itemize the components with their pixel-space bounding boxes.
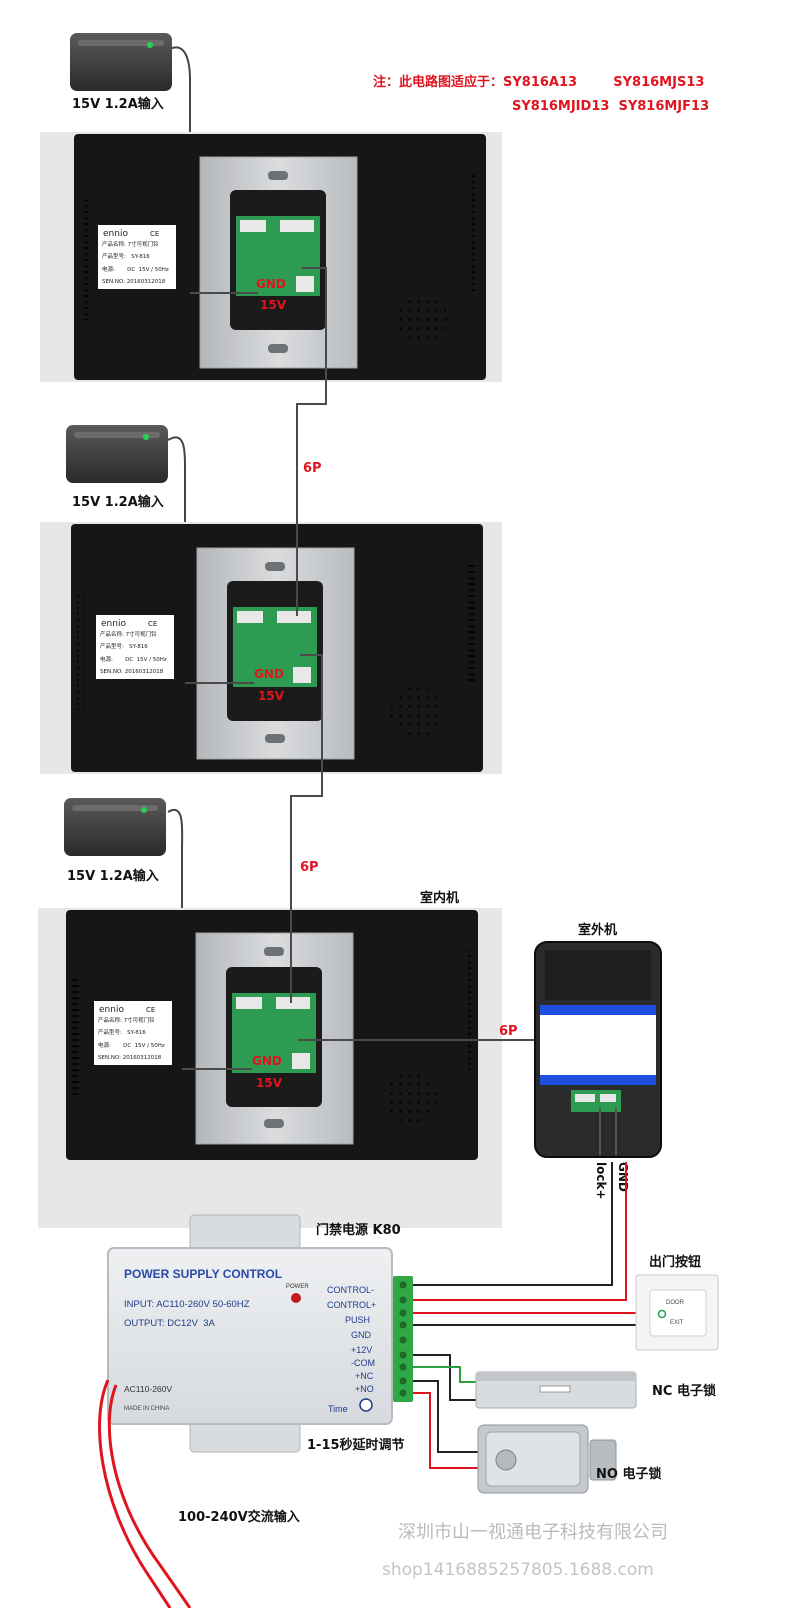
psu-delay-label: 1-15秒延时调节 — [307, 1437, 405, 1453]
indoor-monitor-1: ennio CE 产品名称: 7寸可视门铃 产品型号: SY-816 电源: D… — [40, 132, 502, 382]
nameplate-line1-3: 产品名称: 7寸可视门铃 — [98, 1016, 155, 1024]
psu-ac-input-label: 100-240V交流输入 — [178, 1509, 300, 1525]
terminal-15v-3: 15V — [256, 1076, 283, 1090]
psu-terminal-control-minus: CONTROL- — [327, 1285, 374, 1295]
nameplate-line2-2: 产品型号: SY-816 — [100, 642, 148, 650]
terminal-gnd-1: GND — [256, 277, 286, 291]
gnd-wire-label: GND — [616, 1162, 630, 1192]
nameplate-line2-1: 产品型号: SY-816 — [102, 252, 150, 260]
watermark-line-1: 深圳市山一视通电子科技有限公司 — [398, 1522, 668, 1543]
outdoor-unit: 室外机 lock+ GND — [534, 922, 662, 1200]
nameplate-line3-3: 电源: DC 15V / 50Hz — [98, 1041, 165, 1049]
power-adapter-1: 15V 1.2A输入 — [70, 33, 191, 293]
power-led-icon — [291, 1293, 301, 1303]
psu-terminal-control-plus: CONTROL+ — [327, 1300, 376, 1310]
no-electric-lock: NO 电子锁 — [477, 1424, 661, 1494]
exit-button-exit: EXIT — [670, 1320, 684, 1326]
nameplate-line1-1: 产品名称: 7寸可视门铃 — [102, 240, 159, 248]
nameplate-line4-2: SEN.NO: 20160312018 — [100, 669, 164, 675]
lock-plus-label: lock+ — [594, 1162, 608, 1200]
watermark-line-2: shop1416885257805.1688.com — [382, 1560, 654, 1580]
keyhole-icon — [495, 1449, 517, 1471]
indoor-monitor-3: ennio CE 产品名称: 7寸可视门铃 产品型号: SY-816 电源: D… — [38, 890, 502, 1228]
terminal-15v-1: 15V — [260, 298, 287, 312]
exit-button-title: 出门按钮 — [649, 1254, 701, 1270]
psu-title: 门禁电源 K80 — [316, 1222, 401, 1238]
nameplate-line4-1: SEN.NO: 20160312018 — [102, 279, 166, 285]
applicability-note: 注：此电路图适应于：SY816A13 SY816MJS13 SY816MJID1… — [373, 74, 709, 114]
adapter-label-1: 15V 1.2A输入 — [72, 96, 164, 112]
psu-power-led-label: POWER — [286, 1284, 309, 1290]
adapter-label-2: 15V 1.2A输入 — [72, 494, 164, 510]
terminal-gnd-3: GND — [252, 1054, 282, 1068]
indoor-unit-title: 室内机 — [420, 890, 459, 906]
psu-input: INPUT: AC110-260V 50-60HZ — [124, 1299, 250, 1310]
nameplate-brand-2: ennio — [101, 619, 126, 629]
nameplate-cert-1: CE — [150, 230, 159, 238]
exit-button-door: DOOR — [666, 1300, 685, 1306]
note-line-1: 注：此电路图适应于：SY816A13 SY816MJS13 — [373, 74, 704, 90]
nameplate-brand-1: ennio — [103, 229, 128, 239]
psu-terminal-com: -COM — [351, 1358, 375, 1368]
nameplate-line4-3: SEN.NO: 20160312018 — [98, 1055, 162, 1061]
cable-label-2: 6P — [300, 860, 319, 875]
nameplate-line3-1: 电源: DC 15V / 50Hz — [102, 265, 169, 273]
cable-label-1: 6P — [303, 461, 322, 476]
nameplate-line1-2: 产品名称: 7寸可视门铃 — [100, 630, 157, 638]
adapter-label-3: 15V 1.2A输入 — [67, 868, 159, 884]
nc-magnetic-lock: NC 电子锁 — [475, 1371, 716, 1409]
indoor-monitor-2: ennio CE 产品名称: 7寸可视门铃 产品型号: SY-816 电源: D… — [40, 522, 502, 774]
psu-panel-title: POWER SUPPLY CONTROL — [124, 1267, 282, 1281]
exit-button: 出门按钮 DOOR EXIT — [635, 1254, 719, 1351]
psu-terminal-no: +NO — [355, 1384, 374, 1394]
nameplate-line2-3: 产品型号: SY-816 — [98, 1028, 146, 1036]
psu-made: MADE IN CHINA — [124, 1406, 169, 1412]
psu-terminal-nc: +NC — [355, 1371, 374, 1381]
psu-output: OUTPUT: DC12V 3A — [124, 1318, 215, 1329]
time-knob-icon — [359, 1398, 373, 1412]
psu-terminal-gnd: GND — [351, 1330, 372, 1340]
no-lock-label: NO 电子锁 — [596, 1466, 661, 1482]
power-adapter-2: 15V 1.2A输入 — [66, 425, 186, 683]
power-supply-unit: 门禁电源 K80 POWER SUPPLY CONTROL INPUT: AC1… — [98, 1214, 413, 1608]
psu-ac-label: AC110-260V — [124, 1384, 172, 1394]
control-wires — [413, 1162, 640, 1469]
nameplate-brand-3: ennio — [99, 1005, 124, 1015]
key-icon — [657, 1309, 667, 1319]
psu-time-label: Time — [328, 1404, 348, 1414]
nameplate-cert-3: CE — [146, 1006, 155, 1014]
cable-label-3: 6P — [499, 1024, 518, 1039]
terminal-gnd-2: GND — [254, 667, 284, 681]
note-line-2: SY816MJID13 SY816MJF13 — [512, 99, 709, 114]
watermark: 深圳市山一视通电子科技有限公司 shop1416885257805.1688.c… — [382, 1522, 668, 1580]
nameplate-line3-2: 电源: DC 15V / 50Hz — [100, 655, 167, 663]
power-adapter-3: 15V 1.2A输入 — [64, 798, 184, 1069]
nc-lock-label: NC 电子锁 — [652, 1383, 716, 1399]
psu-terminal-12v: +12V — [351, 1345, 372, 1355]
terminal-15v-2: 15V — [258, 689, 285, 703]
outdoor-unit-title: 室外机 — [578, 922, 617, 938]
nameplate-cert-2: CE — [148, 620, 157, 628]
psu-terminal-push: PUSH — [345, 1315, 370, 1325]
